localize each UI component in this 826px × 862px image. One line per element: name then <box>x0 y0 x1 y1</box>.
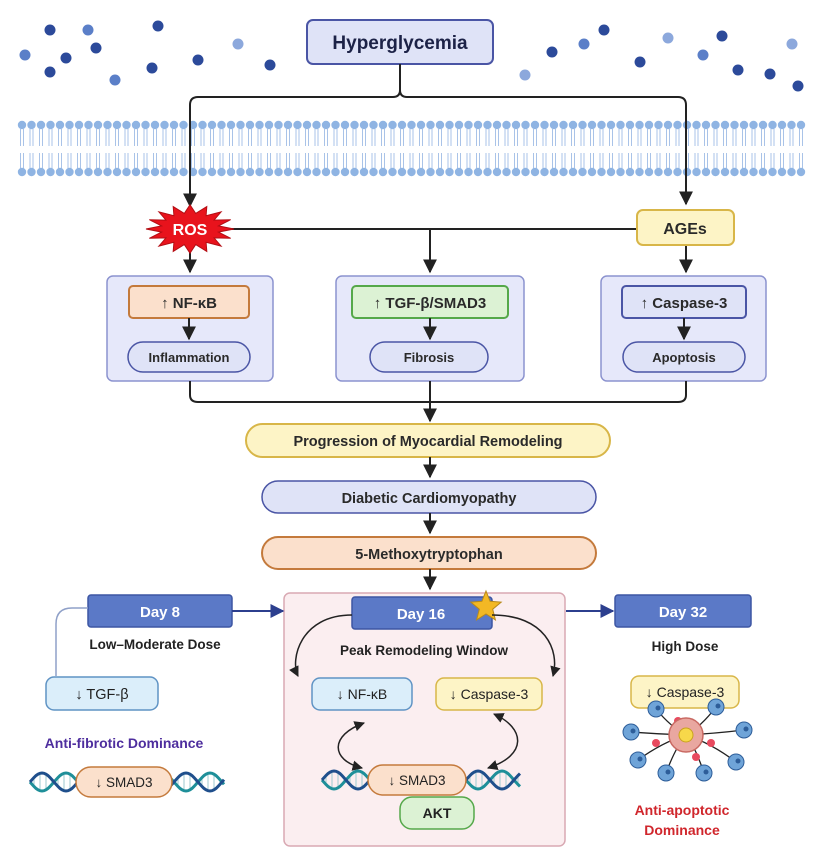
pathway-inflammation: ↑ NF-κB Inflammation <box>106 275 274 382</box>
day32-dose-label: High Dose <box>652 639 719 654</box>
top-connectors <box>183 64 693 274</box>
day32-label: Day 32 <box>659 604 707 621</box>
pathway-fibrosis: ↑ TGF-β/SMAD3 Fibrosis <box>335 275 525 382</box>
cell-membrane-icon <box>17 120 806 177</box>
tgfb-down-node: ↓ TGF-β <box>45 676 159 711</box>
caspase3-down-right-label: ↓ Caspase-3 <box>646 684 725 700</box>
nfkb-down-label: ↓ NF-κB <box>337 686 388 702</box>
nfkb-down-node: ↓ NF-κB <box>311 677 413 711</box>
hyperglycemia-label: Hyperglycemia <box>332 33 468 54</box>
star-icon <box>469 589 503 621</box>
ros-label: ROS <box>173 222 208 239</box>
merge-connector <box>189 381 687 423</box>
akt-label: AKT <box>423 805 452 821</box>
progression-label: Progression of Myocardial Remodeling <box>293 434 562 450</box>
day8-dose-label: Low–Moderate Dose <box>89 637 221 652</box>
caspase3-down-mid-label: ↓ Caspase-3 <box>450 686 529 702</box>
peak-window-label: Peak Remodeling Window <box>340 643 508 658</box>
dcm-label: Diabetic Cardiomyopathy <box>342 491 517 507</box>
smad3-down-left-node: ↓ SMAD3 <box>75 766 173 798</box>
smad3-down-left-label: ↓ SMAD3 <box>95 775 152 790</box>
smad3-down-mid-label: ↓ SMAD3 <box>388 773 445 788</box>
anti-apoptotic-label-line2: Dominance <box>644 822 720 838</box>
day8-bracket <box>55 607 88 676</box>
day16-label: Day 16 <box>397 606 445 623</box>
anti-apoptotic-label-line1: Anti-apoptotic <box>635 802 730 818</box>
hyperglycemia-node: Hyperglycemia <box>306 19 494 65</box>
apoptotic-cell-icon <box>622 698 753 782</box>
drug-node: 5-Methoxytryptophan <box>261 536 597 570</box>
ages-node: AGEs <box>636 209 735 246</box>
progression-node: Progression of Myocardial Remodeling <box>245 423 611 458</box>
nfkb-up-label: ↑ NF-κB <box>161 295 217 312</box>
ages-label: AGEs <box>663 221 707 238</box>
caspase3-up-label: ↑ Caspase-3 <box>641 295 728 312</box>
anti-fibrotic-label: Anti-fibrotic Dominance <box>45 735 204 751</box>
pathway-apoptosis: ↑ Caspase-3 Apoptosis <box>600 275 767 382</box>
caspase3-down-mid-node: ↓ Caspase-3 <box>435 677 543 711</box>
smad3-down-mid-node: ↓ SMAD3 <box>367 764 467 796</box>
day8-label: Day 8 <box>140 604 180 621</box>
akt-node: AKT <box>399 796 475 830</box>
glucose-molecules-icon <box>19 20 804 92</box>
day32-box: Day 32 <box>614 594 752 628</box>
ros-node: ROS <box>145 203 235 255</box>
day16-panel <box>283 592 566 847</box>
tgfb-smad3-up-label: ↑ TGF-β/SMAD3 <box>374 295 487 312</box>
drug-label: 5-Methoxytryptophan <box>355 547 502 563</box>
fibrosis-label: Fibrosis <box>404 350 455 365</box>
dcm-node: Diabetic Cardiomyopathy <box>261 480 597 514</box>
inflammation-label: Inflammation <box>149 350 230 365</box>
tgfb-down-label: ↓ TGF-β <box>75 687 128 703</box>
day8-box: Day 8 <box>87 594 233 628</box>
apoptosis-label: Apoptosis <box>652 350 716 365</box>
day16-curved-arrows <box>289 614 561 771</box>
